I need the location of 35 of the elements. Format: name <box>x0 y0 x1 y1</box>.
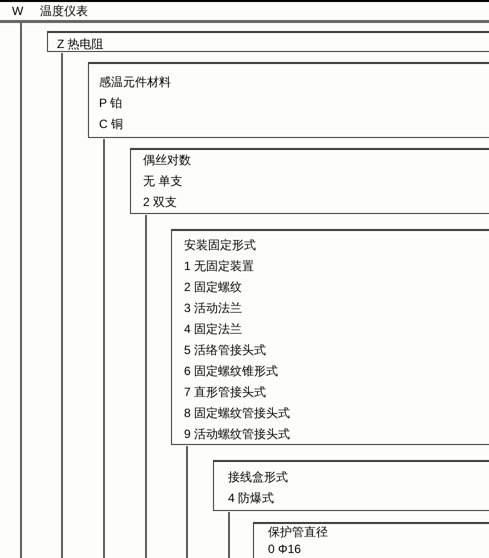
option-text: 无 单支 <box>143 173 182 190</box>
code-box <box>171 229 489 445</box>
option-text: 4 固定法兰 <box>184 321 242 338</box>
option-text: 1 无固定装置 <box>184 258 254 275</box>
connector-line <box>145 215 147 558</box>
code-box <box>47 31 489 52</box>
option-text: 0 Φ16 <box>268 541 301 558</box>
option-text: 8 固定螺纹管接头式 <box>184 405 290 422</box>
option-text: 7 直形管接头式 <box>184 384 266 401</box>
option-text: 2 固定螺纹 <box>184 279 242 296</box>
option-text: 2 双支 <box>143 194 178 211</box>
code-box <box>130 148 489 214</box>
connector-line <box>20 22 22 558</box>
option-text: P 铂 <box>99 95 122 112</box>
section-heading: 感温元件材料 <box>99 74 171 91</box>
option-text: 3 活动法兰 <box>184 300 242 317</box>
title-text: 温度仪表 <box>40 3 88 20</box>
option-text: 4 防爆式 <box>228 490 274 507</box>
connector-line <box>103 139 105 558</box>
header-bar <box>0 0 489 23</box>
section-heading: 偶丝对数 <box>143 152 191 169</box>
option-text: Z 热电阻 <box>57 36 104 53</box>
code-letter: W <box>12 3 24 20</box>
connector-line <box>61 53 63 558</box>
section-heading: 接线盒形式 <box>228 469 288 486</box>
section-heading: 安装固定形式 <box>184 237 256 254</box>
connector-line <box>186 446 188 558</box>
connector-line <box>228 512 230 558</box>
code-box <box>88 62 489 138</box>
option-text: 9 活动螺纹管接头式 <box>184 426 290 443</box>
code-box <box>213 460 489 511</box>
section-heading: 保护管直径 <box>268 524 328 541</box>
option-text: 5 活络管接头式 <box>184 342 266 359</box>
option-text: 6 固定螺纹锥形式 <box>184 363 278 380</box>
option-text: C 铜 <box>99 116 123 133</box>
